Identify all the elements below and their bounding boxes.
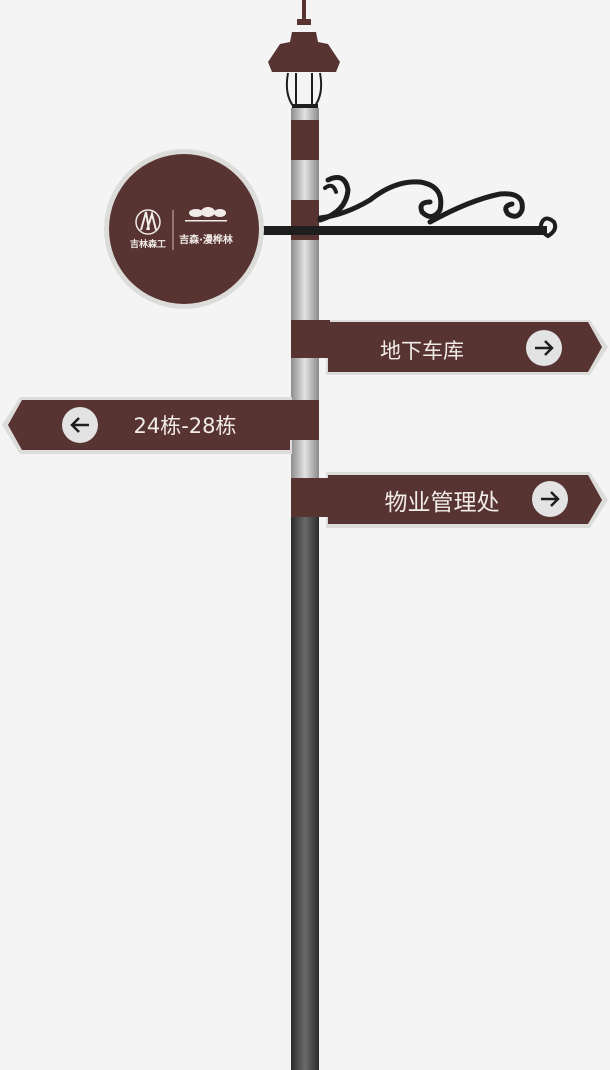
sign-label: 地下车库 <box>380 339 464 363</box>
arrow-right-icon <box>526 330 562 366</box>
sign-property-office[interactable]: 物业管理处 <box>291 472 608 528</box>
sign-label: 24栋-28栋 <box>133 414 236 438</box>
sign-parking[interactable]: 地下车库 <box>291 320 608 375</box>
pole <box>291 108 319 1070</box>
lamp-icon <box>268 0 340 108</box>
tree-logo-icon <box>135 209 161 235</box>
forest-logo-icon <box>185 207 227 222</box>
sign-label: 物业管理处 <box>385 490 500 516</box>
sign-buildings[interactable]: 24栋-28栋 <box>2 397 319 454</box>
scroll-bracket <box>262 175 558 239</box>
logo-company-text: 吉林森工 <box>130 238 166 250</box>
logo-brand-text: 吉森·漫桦林 <box>179 233 234 246</box>
arrow-left-icon <box>62 407 98 443</box>
logo-sign: 吉林森工 吉森·漫桦林 <box>104 149 264 309</box>
arrow-right-icon <box>532 481 568 517</box>
